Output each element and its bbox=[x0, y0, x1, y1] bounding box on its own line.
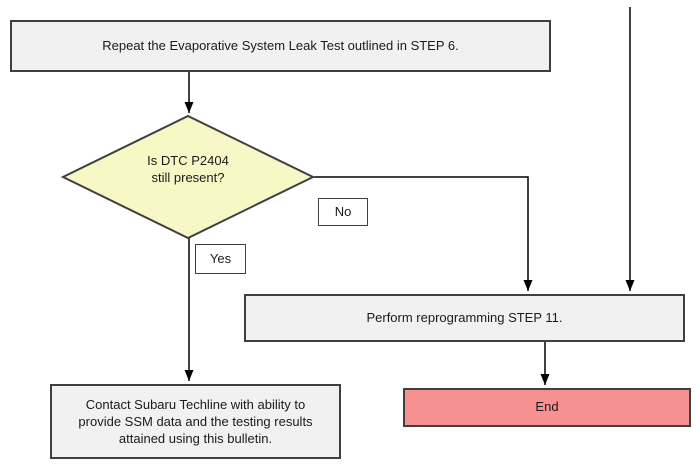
branch-label-yes-text: Yes bbox=[209, 250, 232, 266]
decision-label-line-2: still present? bbox=[151, 170, 225, 185]
decision-diamond-label: Is DTC P2404 still present? bbox=[88, 152, 288, 186]
branch-label-yes: Yes bbox=[195, 244, 246, 274]
connector-no-to-reprogram bbox=[313, 176, 533, 291]
terminator-box-end: End bbox=[403, 388, 691, 427]
decision-diamond bbox=[60, 114, 316, 240]
decision-label-line-1: Is DTC P2404 bbox=[147, 153, 229, 168]
process-box-reprogram-label: Perform reprogramming STEP 11. bbox=[366, 309, 563, 325]
contact-techline-line-2: provide SSM data and the testing results bbox=[78, 414, 313, 429]
process-box-reprogram: Perform reprogramming STEP 11. bbox=[244, 294, 685, 342]
terminator-box-end-label: End bbox=[535, 399, 559, 415]
contact-techline-line-1: Contact Subaru Techline with ability to bbox=[85, 397, 306, 412]
process-box-contact-techline: Contact Subaru Techline with ability to … bbox=[50, 384, 341, 459]
branch-label-no-text: No bbox=[334, 203, 352, 219]
contact-techline-line-3: attained using this bulletin. bbox=[118, 431, 273, 446]
process-box-repeat-leak-test: Repeat the Evaporative System Leak Test … bbox=[10, 20, 551, 72]
process-box-repeat-leak-test-label: Repeat the Evaporative System Leak Test … bbox=[102, 37, 459, 53]
branch-label-no: No bbox=[318, 198, 368, 226]
